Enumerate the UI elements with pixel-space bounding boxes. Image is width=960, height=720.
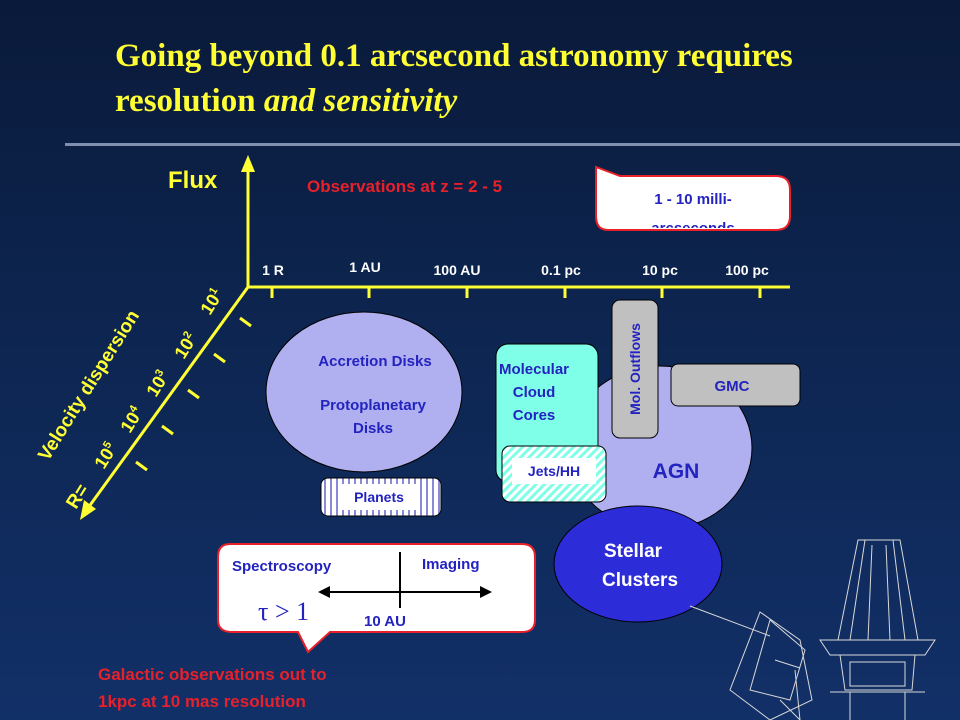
- title-line-2: resolution and sensitivity: [115, 79, 935, 124]
- accretion-disks-region: [265, 311, 463, 473]
- mol-outflows-label: Mol. Outflows: [627, 323, 643, 415]
- top-callout: 1 - 10 milli- arcseconds: [595, 165, 791, 237]
- callout-text-2: arcseconds: [651, 220, 734, 237]
- galactic-note-2: 1kpc at 10 mas resolution: [98, 692, 306, 711]
- flux-label: Flux: [168, 167, 218, 194]
- molecular-label-3: Cores: [513, 407, 556, 424]
- spectroscopy-label: Spectroscopy: [232, 558, 332, 575]
- r-axis-ticks: [135, 316, 252, 472]
- planets-label-bg: [339, 484, 419, 510]
- galactic-note-1: Galactic observations out to: [98, 665, 327, 684]
- ten-au-label: 10 AU: [364, 613, 406, 630]
- agn-label: AGN: [653, 460, 700, 483]
- spectroscopy-imaging-box: [217, 543, 536, 654]
- gmc-box: [670, 363, 801, 407]
- stellar-clusters-region: [553, 505, 723, 623]
- x-axis-labels: 1 R 1 AU 100 AU 0.1 pc 10 pc 100 pc: [262, 259, 769, 278]
- title-line-2-plain: resolution: [115, 83, 256, 119]
- r-tick-0: [135, 460, 148, 472]
- x-tick-label-4: 10 pc: [642, 262, 678, 278]
- molecular-label-2: Cloud: [513, 384, 556, 401]
- r-tick-label-4: 101: [196, 285, 227, 318]
- jets-hh-label: Jets/HH: [528, 463, 580, 479]
- x-tick-label-5: 100 pc: [725, 262, 769, 278]
- telescope-illustration: [689, 539, 936, 720]
- jets-label-bg: [512, 458, 596, 484]
- right-arrowhead: [480, 586, 492, 598]
- observations-label: Observations at z = 2 - 5: [307, 177, 502, 196]
- x-tick-label-1: 1 AU: [349, 259, 380, 275]
- tau-label: τ > 1: [258, 597, 309, 626]
- velocity-dispersion-label: Velocity dispersion: [34, 307, 144, 465]
- x-axis-ticks: [270, 287, 762, 298]
- title-line-1: Going beyond 0.1 arcsecond astronomy req…: [115, 38, 793, 74]
- imaging-label: Imaging: [422, 556, 480, 573]
- planets-label: Planets: [354, 489, 404, 505]
- callout-text-1: 1 - 10 milli-: [654, 191, 732, 208]
- gmc-label: GMC: [715, 378, 750, 395]
- mol-outflows-box: [611, 299, 659, 439]
- molecular-label-1: Molecular: [499, 361, 569, 378]
- stellar-label-2: Clusters: [602, 570, 678, 591]
- left-arrowhead: [318, 586, 330, 598]
- title-separator: [65, 143, 960, 146]
- slide-title: Going beyond 0.1 arcsecond astronomy req…: [115, 34, 935, 124]
- x-tick-label-3: 0.1 pc: [541, 262, 581, 278]
- r-tick-3: [213, 352, 226, 364]
- r-tick-2: [187, 388, 200, 400]
- stellar-label-1: Stellar: [604, 541, 663, 562]
- accretion-label-3: Disks: [353, 420, 393, 437]
- axes: [80, 155, 790, 520]
- accretion-label-2: Protoplanetary: [320, 397, 427, 414]
- accretion-label-1: Accretion Disks: [318, 353, 431, 370]
- x-tick-label-2: 100 AU: [434, 262, 481, 278]
- r-tick-4: [239, 316, 252, 328]
- title-line-2-italic: and sensitivity: [263, 83, 458, 119]
- r-tick-1: [161, 424, 174, 436]
- x-tick-label-0: 1 R: [262, 262, 284, 278]
